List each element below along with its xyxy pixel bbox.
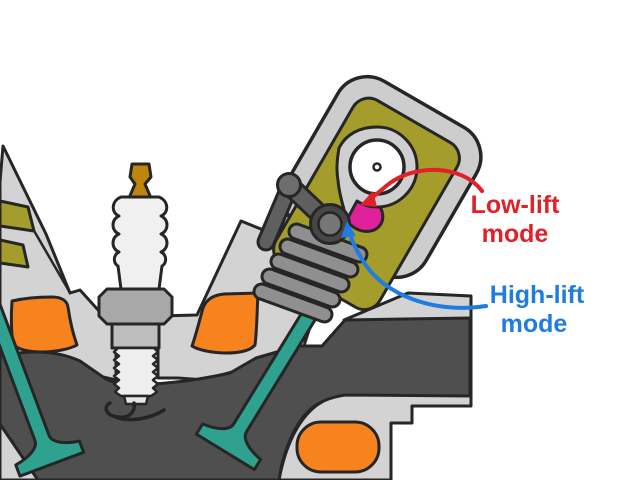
spark-plug — [97, 162, 174, 422]
rocker-pivot — [276, 172, 302, 198]
high-lift-arrowhead — [341, 221, 356, 238]
rocker-link — [259, 183, 295, 249]
spark-plug-insulator — [111, 195, 169, 291]
spark-plug-tip — [122, 394, 150, 406]
left-port-seat — [9, 295, 79, 354]
low-lift-label-line1: Low-lift — [471, 191, 561, 219]
right-valve-group — [194, 307, 319, 472]
spark-plug-electrode-gap — [111, 408, 166, 422]
high-lift-label-line2: mode — [501, 310, 568, 338]
rocker-roller-inner — [317, 211, 343, 237]
low-lift-label-line2: mode — [482, 220, 549, 248]
spring-coil — [252, 282, 334, 324]
spark-plug-hex-nut — [97, 287, 174, 326]
low-lift-arrowhead — [360, 191, 377, 207]
spring-coil — [260, 267, 342, 309]
high-lift-arrow — [347, 228, 488, 310]
camshaft-center-dot — [372, 162, 382, 172]
left-head-seam — [31, 228, 71, 292]
spark-plug-terminal — [127, 162, 153, 200]
low-lift-annotation: Low-lift mode — [360, 167, 561, 248]
spark-plug-threads — [112, 346, 160, 398]
combustion-chamber-and-piston — [0, 316, 472, 480]
left-valve-group — [0, 293, 86, 478]
intake-valve — [0, 293, 86, 478]
spring-coil — [278, 237, 360, 279]
rocker-arm-assembly — [256, 172, 351, 252]
exhaust-valve — [194, 307, 319, 472]
spring-coil — [269, 252, 351, 294]
lower-port-seal — [295, 420, 381, 474]
high-lift-annotation: High-lift mode — [341, 221, 585, 338]
left-cam-housing-lower — [0, 238, 30, 269]
right-port-seat — [190, 291, 260, 355]
left-cam-housing-upper — [0, 199, 36, 233]
high-lift-label-line1: High-lift — [490, 281, 585, 309]
spark-plug-shell — [110, 322, 161, 350]
